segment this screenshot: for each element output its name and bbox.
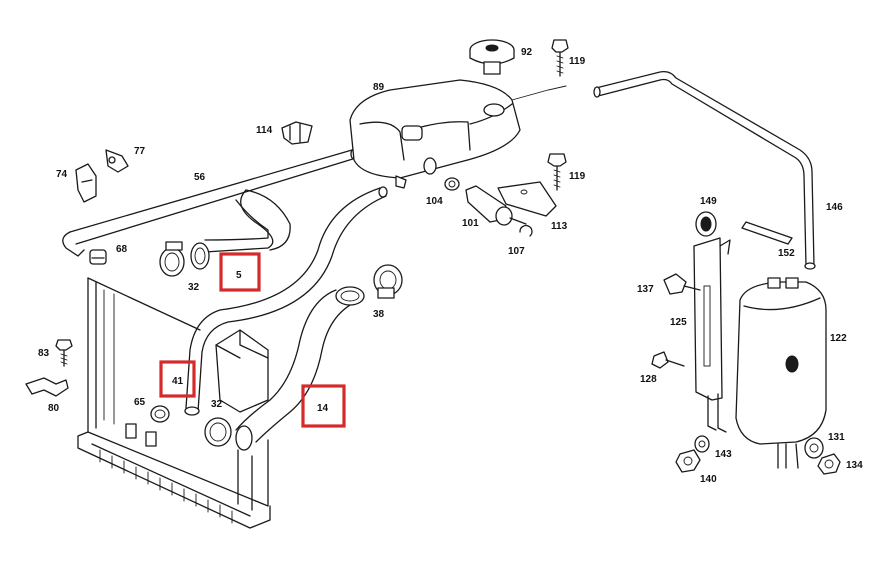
hose-14	[235, 286, 365, 451]
label-140: 140	[700, 474, 717, 485]
label-119-lower: 119	[569, 171, 586, 182]
label-83: 83	[38, 348, 50, 359]
label-152: 152	[778, 248, 795, 259]
label-56: 56	[194, 172, 206, 183]
highlight-box-5	[219, 252, 261, 292]
label-149: 149	[700, 196, 717, 207]
washer-143	[694, 435, 710, 453]
expansion-tank-89	[349, 79, 521, 189]
bracket-125	[693, 237, 731, 433]
label-77: 77	[134, 146, 146, 157]
hose-5	[190, 189, 291, 270]
radiator	[77, 277, 271, 529]
leader-line-119	[511, 85, 567, 101]
ring-107	[519, 224, 533, 237]
label-125: 125	[670, 317, 687, 328]
coolant-pipe-56	[62, 148, 358, 257]
label-104: 104	[426, 196, 443, 207]
label-41: 41	[172, 376, 184, 387]
label-32-lower: 32	[211, 399, 223, 410]
bracket-113	[497, 181, 557, 217]
bolt-137	[663, 273, 701, 295]
label-38: 38	[373, 309, 385, 320]
label-137: 137	[637, 284, 654, 295]
label-134: 134	[846, 460, 863, 471]
label-131: 131	[828, 432, 845, 443]
clamp-65	[150, 405, 170, 423]
nut-140	[675, 449, 701, 473]
bolt-119-lower	[547, 153, 567, 191]
label-65: 65	[134, 397, 146, 408]
pipe-146	[593, 70, 816, 270]
clamp-38	[373, 264, 403, 299]
label-89: 89	[373, 82, 385, 93]
clip-74	[75, 163, 97, 203]
label-32-upper: 32	[188, 282, 200, 293]
nut-134	[817, 453, 841, 475]
label-119-upper: 119	[569, 56, 586, 67]
seal-104	[444, 177, 460, 191]
bolt-119-upper	[551, 39, 569, 77]
label-114: 114	[256, 125, 273, 136]
hose-41	[184, 186, 388, 416]
reservoir-122	[735, 277, 827, 469]
clip-77	[105, 149, 129, 173]
bolt-83	[55, 339, 73, 367]
label-107: 107	[508, 246, 525, 257]
clamp-32-lower	[204, 417, 232, 447]
sensor-101	[465, 185, 527, 226]
clamp-32-upper	[159, 241, 185, 277]
bracket-114	[281, 121, 313, 145]
washer-131	[804, 437, 824, 459]
label-113: 113	[551, 221, 568, 232]
label-143: 143	[715, 449, 732, 460]
label-5: 5	[236, 270, 242, 281]
highlight-box-14	[301, 384, 346, 428]
label-74: 74	[56, 169, 68, 180]
label-68: 68	[116, 244, 128, 255]
strip-152	[741, 221, 793, 245]
label-122: 122	[830, 333, 847, 344]
label-80: 80	[48, 403, 60, 414]
label-92: 92	[521, 47, 533, 58]
duct-cover	[215, 329, 269, 413]
bracket-80	[25, 377, 69, 397]
clip-68	[89, 249, 107, 265]
cap-92	[469, 39, 515, 75]
highlight-box-41	[159, 360, 196, 398]
label-128: 128	[640, 374, 657, 385]
bolt-128	[651, 351, 685, 369]
label-146: 146	[826, 202, 843, 213]
label-101: 101	[462, 218, 479, 229]
label-14: 14	[317, 403, 329, 414]
grommet-149	[695, 211, 717, 237]
